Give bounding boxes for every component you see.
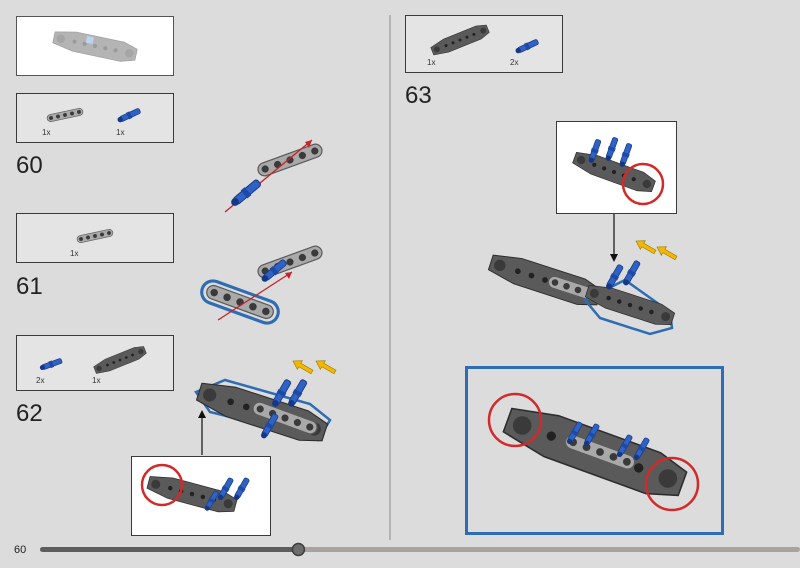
result-right-attention-circle (644, 456, 700, 512)
step-63-attention-circle (621, 162, 665, 206)
step-63-part-2-qty: 2x (510, 58, 519, 67)
step-63-callout-image (570, 136, 665, 262)
step-62-part-2-qty: 1x (92, 376, 101, 385)
progress-knob (291, 542, 306, 557)
step-60-beam-part (46, 107, 84, 123)
step-60-parts-box (16, 93, 174, 143)
step-63-result-image (487, 392, 700, 512)
step-63-assembly (486, 236, 679, 336)
step-61-part-1-qty: 1x (70, 249, 79, 258)
result-left-attention-circle (487, 392, 543, 448)
step-60-pin-part (115, 106, 142, 125)
completed-model-image (51, 27, 139, 65)
step-63-frame-part (429, 22, 491, 58)
progress-fill (40, 547, 299, 552)
step-61-beam-part (76, 228, 114, 244)
step-61-number: 61 (16, 273, 43, 300)
step-62-assembly (193, 356, 338, 455)
step-62-attention-circle (140, 463, 184, 507)
page-number: 60 (14, 544, 27, 556)
step-63-part-1-qty: 1x (427, 58, 436, 67)
page-progress-bar (40, 542, 800, 557)
step-62-part-1-qty: 2x (36, 376, 45, 385)
step-60-number: 60 (16, 152, 43, 179)
step-60-part-1-qty: 1x (42, 128, 51, 137)
step-60-assembly (224, 139, 325, 213)
step-62-pin-part (38, 356, 64, 372)
step-61-assembly (200, 243, 325, 325)
step-62-number: 62 (16, 400, 43, 427)
step-63-number: 63 (405, 82, 432, 109)
step-62-parts-box (16, 335, 174, 391)
step-60-part-2-qty: 1x (116, 128, 125, 137)
step-62-frame-part (92, 343, 148, 377)
step-63-pin-part (513, 37, 540, 56)
step-62-callout-image (140, 463, 251, 517)
